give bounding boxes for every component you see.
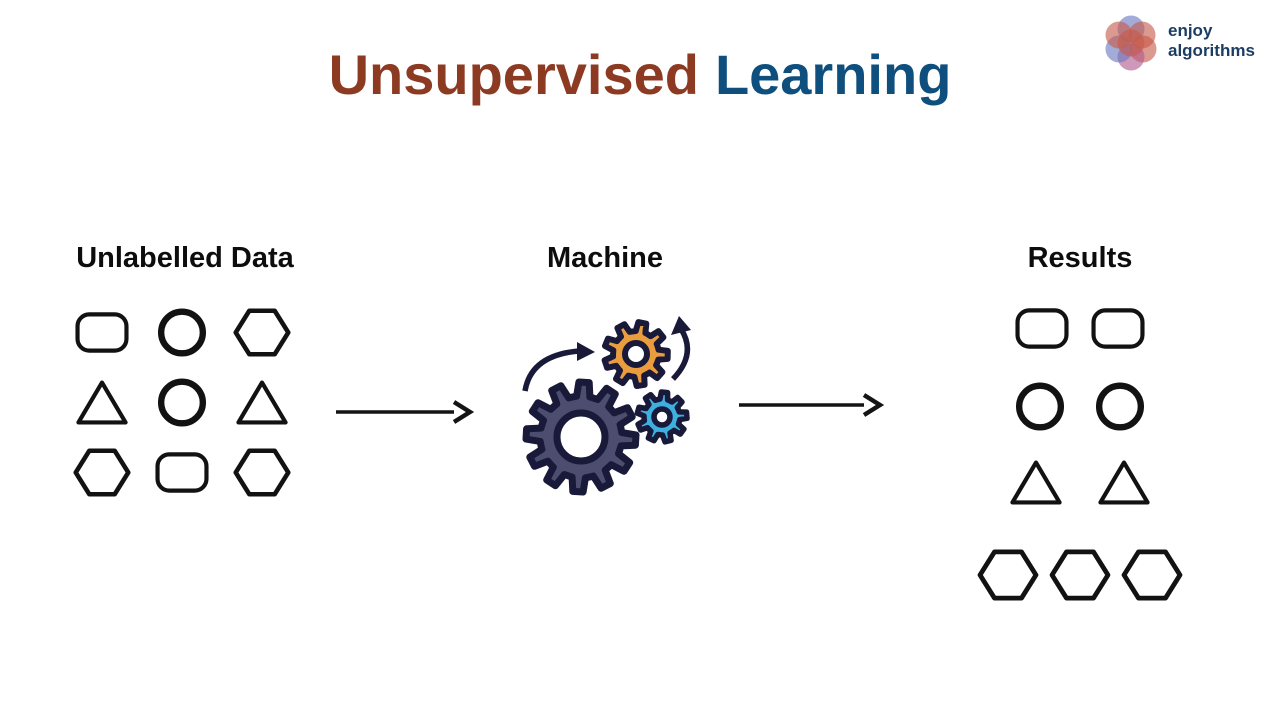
results-row-hexagon xyxy=(977,548,1183,602)
enjoy-algorithms-logo: enjoy algorithms xyxy=(1100,10,1275,80)
circle-shape xyxy=(1095,382,1145,431)
logo-text-line1: enjoy xyxy=(1168,21,1213,40)
circle-shape xyxy=(157,307,207,357)
logo-text: enjoy algorithms xyxy=(1168,21,1255,61)
hexagon-shape xyxy=(73,447,131,497)
unlabelled-shape-cell xyxy=(233,446,291,498)
title-word-unsupervised: Unsupervised xyxy=(328,43,699,106)
unlabelled-shape-cell xyxy=(73,306,131,358)
rounded-rect-shape xyxy=(155,451,209,493)
triangle-shape xyxy=(236,379,288,425)
unlabelled-shape-grid xyxy=(73,306,291,498)
results-heading: Results xyxy=(1027,242,1133,274)
triangle-shape xyxy=(76,379,128,425)
rounded-rect-shape xyxy=(75,311,129,353)
section-unlabelled-data: Unlabelled Data xyxy=(40,242,330,522)
rounded-rect-shape xyxy=(1091,308,1145,349)
unlabelled-shape-cell xyxy=(73,376,131,428)
unlabelled-shape-cell xyxy=(153,376,211,428)
gears-icon xyxy=(522,316,691,496)
arrow-machine-to-results xyxy=(739,393,885,417)
unlabelled-shape-cell xyxy=(153,446,211,498)
results-shape-groups xyxy=(960,303,1200,602)
hexagon-shape xyxy=(233,447,291,497)
hexagon-shape xyxy=(1049,549,1111,601)
machine-heading: Machine xyxy=(546,242,664,274)
hexagon-shape xyxy=(233,307,291,357)
circle-shape xyxy=(157,377,207,427)
circle-shape xyxy=(1015,382,1065,431)
unlabelled-shape-cell xyxy=(153,306,211,358)
hexagon-shape xyxy=(1121,549,1183,601)
title-word-learning: Learning xyxy=(714,43,952,106)
triangle-shape xyxy=(1098,460,1150,505)
section-machine: Machine xyxy=(505,242,705,522)
unlabelled-data-heading: Unlabelled Data xyxy=(76,242,294,274)
unlabelled-shape-cell xyxy=(233,376,291,428)
results-row-triangle xyxy=(1007,457,1153,508)
unlabelled-shape-cell xyxy=(73,446,131,498)
logo-flower-icon xyxy=(1105,15,1157,71)
section-results: Results xyxy=(960,242,1200,632)
results-row-rounded-rect xyxy=(1013,303,1147,354)
hexagon-shape xyxy=(977,549,1039,601)
logo-text-line2: algorithms xyxy=(1168,41,1255,60)
rounded-rect-shape xyxy=(1015,308,1069,349)
results-row-circle xyxy=(1011,381,1149,432)
arrow-unlabelled-to-machine xyxy=(336,400,475,424)
triangle-shape xyxy=(1010,460,1062,505)
unlabelled-shape-cell xyxy=(233,306,291,358)
